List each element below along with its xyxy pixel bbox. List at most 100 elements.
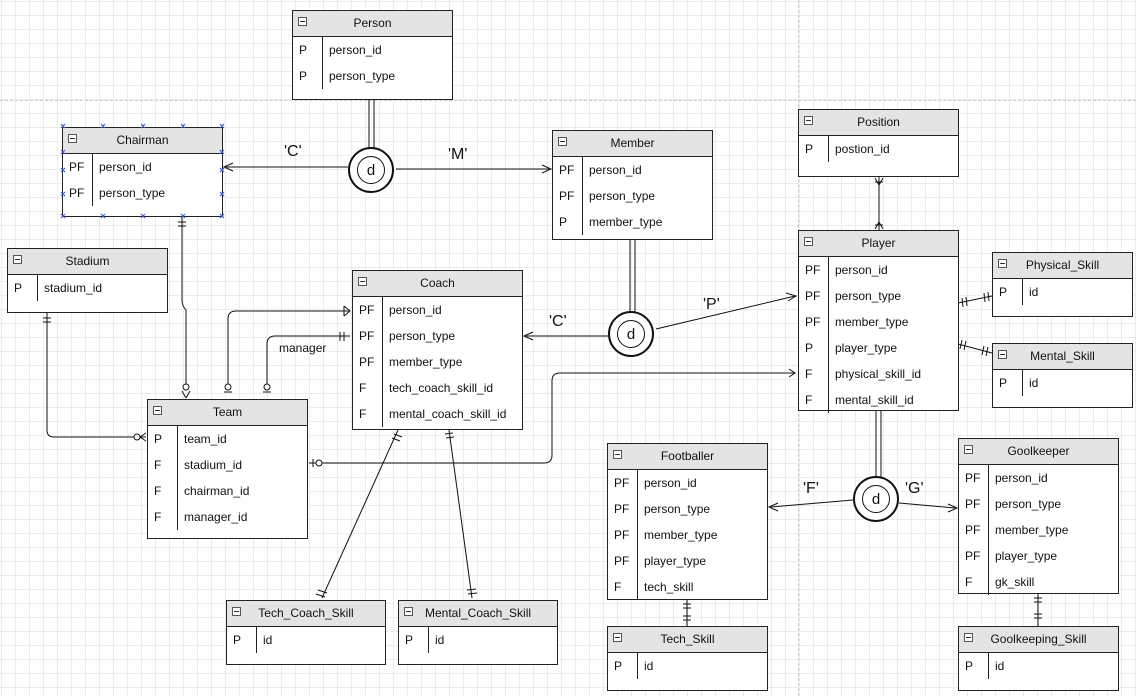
tick-g <box>981 345 985 356</box>
team-player-line[interactable] <box>309 372 795 464</box>
key-type: PF <box>965 549 981 563</box>
collapse-icon[interactable] <box>964 445 973 454</box>
player-mental-line[interactable] <box>957 343 993 354</box>
chairman-team-line[interactable] <box>181 217 187 386</box>
manager-line[interactable] <box>266 335 350 386</box>
coach-mentalskill-line[interactable] <box>448 429 473 599</box>
disjoint-generalization-person[interactable]: d <box>348 147 394 193</box>
column-divider <box>828 257 829 413</box>
coach-team-line[interactable] <box>227 310 350 386</box>
collapse-icon[interactable] <box>558 137 567 146</box>
gen-to-goolkeeper-line[interactable] <box>898 502 956 509</box>
column-divider <box>428 627 429 653</box>
key-type: F <box>805 393 813 407</box>
collapse-icon[interactable] <box>613 450 622 459</box>
collapse-icon[interactable] <box>358 277 367 286</box>
collapse-icon[interactable] <box>68 134 77 143</box>
coach-techskill-line[interactable] <box>321 429 399 599</box>
attribute-name: person_type <box>329 69 396 83</box>
collapse-icon[interactable] <box>964 633 973 642</box>
gen-to-player-line[interactable] <box>655 295 796 330</box>
collapse-icon[interactable] <box>998 259 1007 268</box>
collapse-icon[interactable] <box>13 255 22 264</box>
key-type: P <box>14 281 23 295</box>
gen-symbol: d <box>366 162 376 179</box>
collapse-icon[interactable] <box>804 237 813 246</box>
player-physical-line[interactable] <box>957 295 993 304</box>
collapse-icon[interactable] <box>298 17 307 26</box>
attribute-name: person_type <box>99 186 166 200</box>
collapse-icon[interactable] <box>404 607 413 616</box>
gen-to-footballer-line[interactable] <box>770 499 854 508</box>
key-type: F <box>805 367 813 381</box>
collapse-icon[interactable] <box>232 607 241 616</box>
collapse-icon[interactable] <box>998 350 1007 359</box>
attribute-name: postion_id <box>835 142 890 156</box>
collapse-icon[interactable] <box>613 633 622 642</box>
collapse-icon[interactable] <box>804 116 813 125</box>
attribute-name: person_id <box>644 476 697 490</box>
collapse-icon[interactable] <box>153 406 162 415</box>
disjoint-generalization-player[interactable]: d <box>853 476 899 522</box>
attribute-name: person_id <box>99 160 152 174</box>
disjoint-generalization-member[interactable]: d <box>608 311 654 357</box>
stadium-team-line[interactable] <box>46 313 146 438</box>
